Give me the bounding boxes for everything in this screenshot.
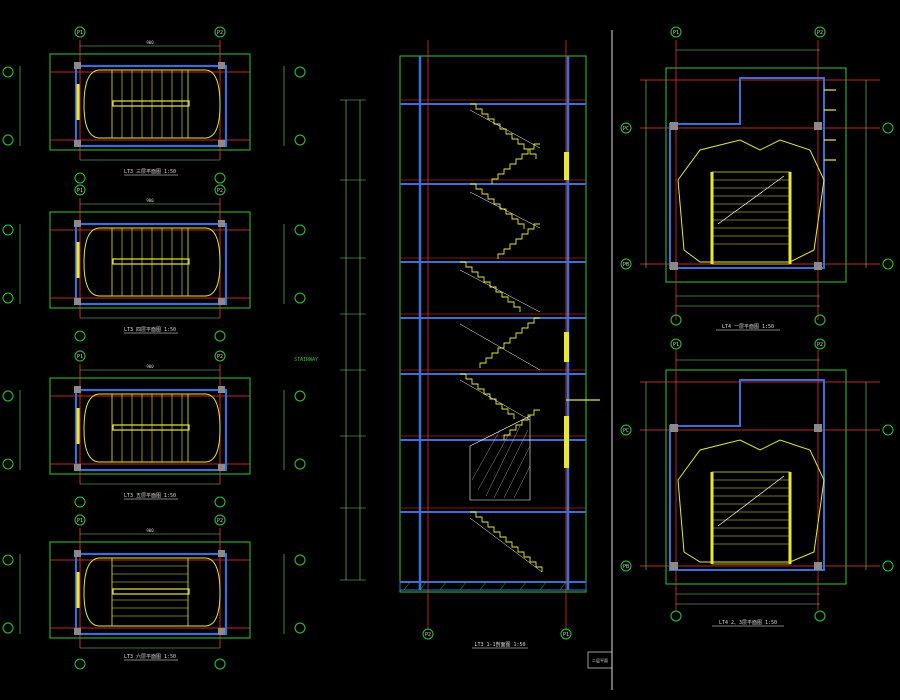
stair-section-1-1: P2 P1 LT3 1-1剖面图 1:50 STAIRWAY	[294, 40, 600, 649]
column	[74, 62, 81, 69]
stair-plan-floor-6: P1 P2 900 LT3 六层平面图 1:50	[2, 514, 306, 670]
ground-slab	[399, 581, 587, 591]
grid-label: P1	[77, 30, 83, 36]
grid-label: P2	[817, 342, 823, 348]
right-plan-floor-2-3: P1 P2 PC PB LT4 2、3层平面图 1:50	[620, 338, 894, 627]
left-plan-column: P1 P2 900 LT3 三层平面图 1:50	[2, 26, 306, 670]
plan-title: LT4 2、3层平面图 1:50	[719, 620, 777, 626]
grid-bubble	[294, 66, 306, 78]
stair-plan-floor-5: P1 P2 900 LT3 五层平面图 1:50	[2, 350, 306, 508]
section-note: STAIRWAY	[294, 357, 318, 363]
grid-label: P1	[563, 632, 569, 638]
section-windows	[564, 152, 569, 468]
right-plan-ground-floor: P1 P2 PC PB LT4 一层平面图 1:50	[620, 26, 894, 331]
plan-title: LT4 一层平面图 1:50	[722, 324, 774, 330]
grid-label: P2	[217, 30, 223, 36]
grid-bubble	[214, 26, 226, 38]
dimension-text: 900	[146, 198, 154, 203]
section-title: LT3 1-1剖面图 1:50	[474, 641, 525, 648]
column	[218, 140, 225, 147]
grid-label: P2	[817, 30, 823, 36]
note-box	[587, 651, 613, 669]
grid-bubble	[2, 134, 14, 146]
plan-title: LT3 六层平面图 1:50	[124, 653, 176, 660]
grid-bubble	[2, 66, 14, 78]
grid-bubble	[294, 134, 306, 146]
grid-label: P1	[673, 342, 679, 348]
grid-label: P2	[217, 188, 223, 194]
grid-label: P2	[425, 632, 431, 638]
grid-label: P1	[77, 518, 83, 524]
grid-bubble	[214, 172, 226, 184]
corner-note: 二层平面	[592, 657, 608, 663]
grid-bubble	[422, 628, 434, 640]
section-stair-flights	[460, 103, 543, 572]
grid-label: PB	[623, 262, 629, 268]
grid-label: P1	[77, 188, 83, 194]
grid-label: P2	[217, 354, 223, 360]
hatch-region	[469, 415, 531, 501]
grid-label: P1	[673, 30, 679, 36]
grid-bubble	[74, 172, 86, 184]
elevation-ticks	[340, 99, 366, 581]
grid-label: PC	[623, 428, 629, 434]
wall-outline	[74, 64, 228, 148]
stair-flight	[111, 69, 189, 139]
dimension-text: 900	[146, 40, 154, 45]
grid-bubble	[560, 628, 572, 640]
stair-slabs	[459, 109, 543, 573]
plan-outline	[49, 53, 251, 151]
plan-title: LT3 四层平面图 1:50	[124, 327, 176, 333]
level-lines	[400, 99, 586, 509]
dimension-text: 900	[146, 528, 154, 533]
clearance-curve	[83, 69, 221, 139]
stair-treads	[121, 70, 183, 138]
grid-label: PB	[623, 564, 629, 570]
ground-hatch	[403, 581, 567, 591]
stair-plan-floor-4: P1 P2 900 LT3 四层平面图 1:50	[2, 184, 306, 342]
plan-title: LT3 五层平面图 1:50	[124, 493, 176, 499]
section-frame	[399, 55, 587, 593]
grid-label: P1	[77, 354, 83, 360]
plan-title: LT3 三层平面图 1:50	[124, 169, 176, 175]
column	[218, 62, 225, 69]
grid-label: P2	[217, 518, 223, 524]
dimension-text: 900	[146, 364, 154, 369]
stair-plan-floor-3: P1 P2 900 LT3 三层平面图 1:50	[2, 26, 306, 184]
grid-label: PC	[623, 126, 629, 132]
handrail	[112, 100, 190, 107]
column	[74, 140, 81, 147]
grid-bubble	[74, 26, 86, 38]
